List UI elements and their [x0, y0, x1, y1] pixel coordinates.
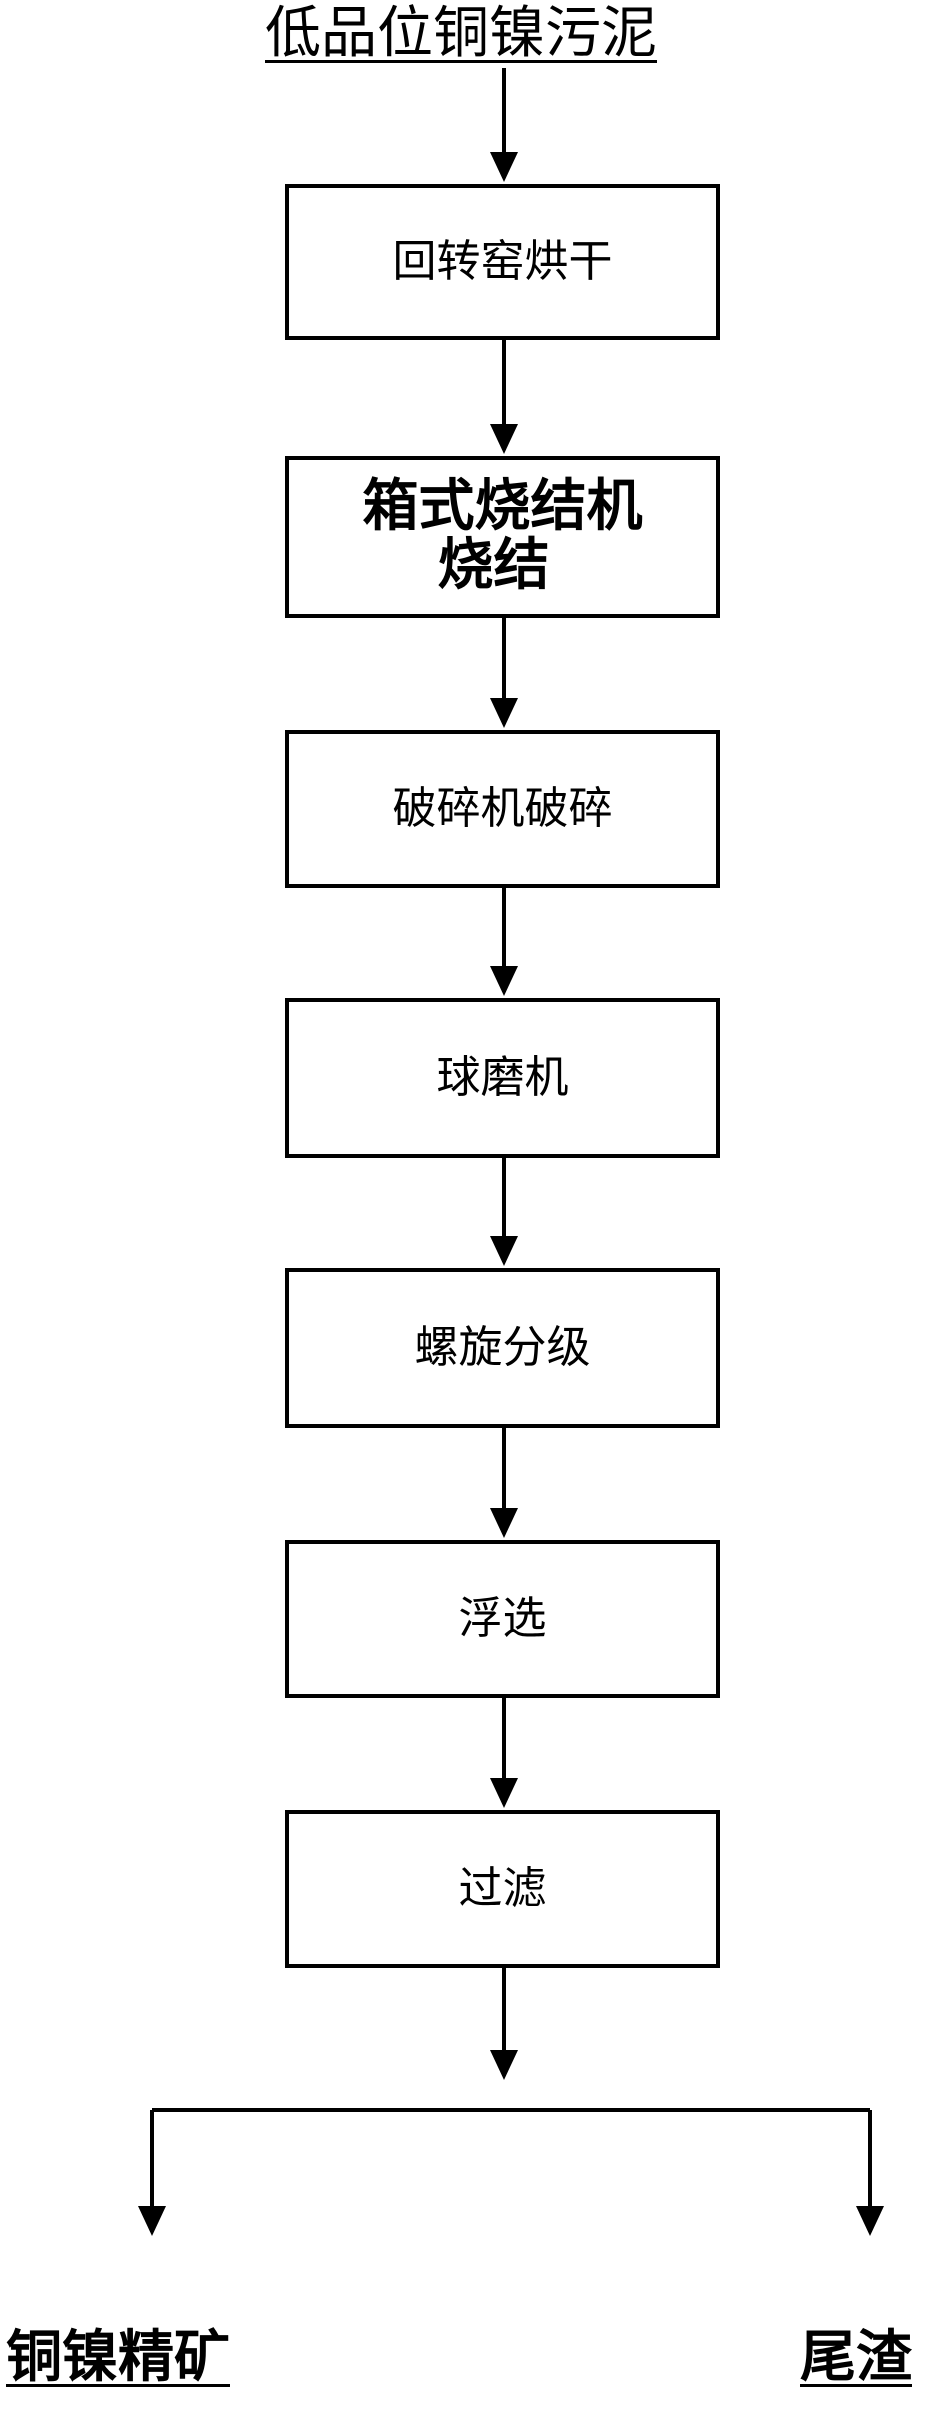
arrowhead-tailings [856, 2206, 884, 2236]
output-concentrate-label: 铜镍精矿 [6, 2325, 230, 2390]
step-label: 回转窑烘干 [392, 235, 613, 287]
step-ball-mill: 球磨机 [285, 998, 720, 1158]
arrowhead-sintering [490, 424, 518, 454]
arrowhead-filtering [490, 1778, 518, 1808]
output-tailings-label: 尾渣 [800, 2325, 912, 2390]
step-label: 浮选 [458, 1592, 547, 1644]
arrowhead-classifying [490, 1236, 518, 1266]
step-crushing: 破碎机破碎 [285, 730, 720, 888]
step-spiral-classification: 螺旋分级 [285, 1268, 720, 1428]
arrowhead-crushing [490, 698, 518, 728]
step-label-line-2: 烧结 [437, 533, 550, 598]
step-label: 球磨机 [436, 1051, 569, 1103]
source-material-label: 低品位铜镍污泥 [265, 1, 657, 66]
step-label-group: 箱式烧结机 烧结 [362, 474, 643, 598]
arrowhead-concentrate [138, 2206, 166, 2236]
step-filtering: 过滤 [285, 1810, 720, 1968]
arrowhead-flotation [490, 1508, 518, 1538]
arrowhead-drying [490, 152, 518, 182]
step-rotary-kiln-drying: 回转窑烘干 [285, 184, 720, 340]
step-flotation: 浮选 [285, 1540, 720, 1698]
step-label: 过滤 [458, 1862, 547, 1914]
step-label-line-1: 箱式烧结机 [362, 474, 643, 540]
step-box-sintering: 箱式烧结机 烧结 [285, 456, 720, 618]
arrowhead-split [490, 2050, 518, 2080]
step-label: 螺旋分级 [414, 1321, 591, 1373]
arrowhead-milling [490, 966, 518, 996]
step-label: 破碎机破碎 [392, 782, 613, 834]
